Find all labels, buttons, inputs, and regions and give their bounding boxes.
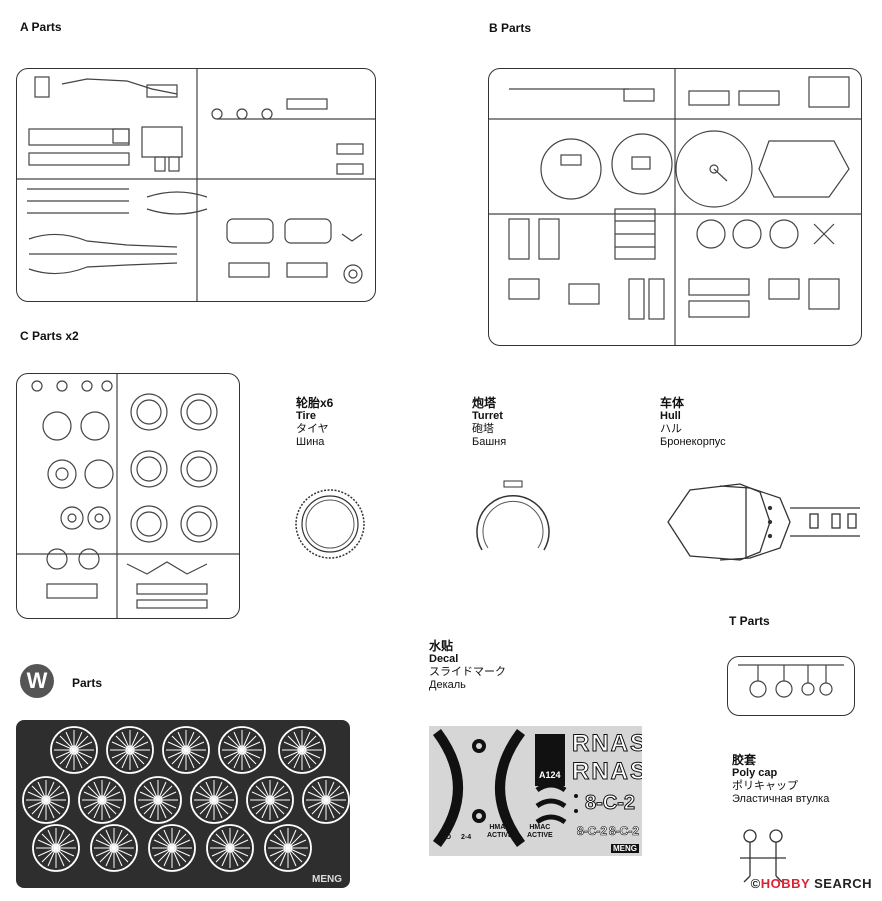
turret-label-zh: 炮塔	[472, 396, 497, 410]
a-parts-sprue-drawing	[17, 69, 375, 301]
watermark-brand: HOBBY	[760, 876, 810, 891]
decal-code-small-1: 8-C-2	[577, 824, 608, 839]
decal-label-ru: Декаль	[429, 679, 466, 691]
tire-label: 轮胎x6 Tire タイヤ Шина	[296, 397, 333, 449]
watermark: ©HOBBY SEARCH	[751, 876, 872, 891]
hull-label-zh: 车体	[660, 396, 685, 410]
photo-etch-brand: MENG	[312, 874, 342, 885]
decal-code-small-2: 8-C-2	[609, 824, 640, 839]
tire-label-ja: タイヤ	[296, 423, 329, 435]
tire-drawing	[295, 489, 365, 559]
decal-label-ja: スライドマーク	[429, 666, 506, 678]
polycap-drawing	[740, 829, 786, 883]
hull-label-ja: ハル	[660, 423, 682, 435]
photo-etch-sheet: MENG	[16, 720, 350, 888]
decal-hmac-2: HMAC	[529, 824, 551, 831]
photo-etch-wheels	[22, 726, 350, 872]
b-parts-header: B Parts	[489, 21, 532, 35]
t-parts-sprue-drawing	[738, 664, 844, 698]
watermark-rest: SEARCH	[809, 876, 872, 891]
decal-rnas-2: RNAS	[571, 758, 642, 786]
decal-code-large: 8-C-2	[584, 792, 636, 815]
polycap-label-ru: Эластичная втулка	[732, 793, 830, 805]
a-parts-sprue	[16, 68, 376, 302]
c-parts-header: C Parts x2	[20, 329, 79, 343]
decal-active-2: ACTIVE	[527, 832, 553, 839]
polycap-label-zh: 胶套	[732, 753, 757, 767]
c-parts-sprue-drawing	[17, 374, 239, 618]
turret-label: 炮塔 Turret 砲塔 Башня	[472, 397, 506, 449]
decal-num: 2-4	[461, 834, 472, 841]
t-parts-header: T Parts	[729, 614, 770, 628]
decal-wo: WO	[439, 834, 452, 841]
tire-label-zh: 轮胎x6	[296, 396, 334, 410]
decal-hmac-active-2: HMAC ACTIVE	[527, 824, 553, 840]
b-parts-sprue-drawing	[489, 69, 861, 345]
turret-drawing	[476, 480, 550, 551]
t-parts-sprue	[727, 656, 855, 716]
hull-label-en: Hull	[660, 410, 681, 422]
tire-label-en: Tire	[296, 410, 316, 422]
b-parts-sprue	[488, 68, 862, 346]
hull-label-ru: Бронекорпус	[660, 436, 726, 448]
decal-active-1: ACTIVE	[487, 832, 513, 839]
decal-graphics	[432, 729, 578, 847]
polycap-label: 胶套 Poly cap ポリキャップ Эластичная втулка	[732, 754, 829, 806]
c-parts-sprue	[16, 373, 240, 619]
hull-drawing	[667, 483, 860, 561]
decal-sheet: A124 RNAS RNAS 8-C-2 8-C-2 8-C-2 HMAC AC…	[429, 726, 642, 856]
decal-label-en: Decal	[429, 653, 459, 665]
decal-hmac-active-1: HMAC ACTIVE	[487, 824, 513, 840]
decal-serial: A124	[539, 770, 561, 780]
decal-rnas-1: RNAS	[571, 730, 642, 758]
decal-label-zh: 水贴	[429, 639, 454, 653]
decal-hmac-1: HMAC	[489, 824, 511, 831]
turret-label-ru: Башня	[472, 436, 507, 448]
tire-label-ru: Шина	[296, 436, 325, 448]
decal-brand: MENG	[611, 844, 639, 853]
w-parts-badge: W	[20, 664, 54, 698]
turret-label-en: Turret	[472, 410, 503, 422]
watermark-copyright: ©	[750, 876, 761, 891]
hull-label: 车体 Hull ハル Бронекорпус	[660, 397, 726, 449]
a-parts-header: A Parts	[20, 20, 62, 34]
turret-label-ja: 砲塔	[472, 423, 494, 435]
polycap-label-en: Poly cap	[732, 767, 778, 779]
w-parts-header: Parts	[72, 676, 103, 690]
polycap-label-ja: ポリキャップ	[732, 780, 798, 792]
decal-label: 水贴 Decal スライドマーク Декаль	[429, 640, 506, 692]
